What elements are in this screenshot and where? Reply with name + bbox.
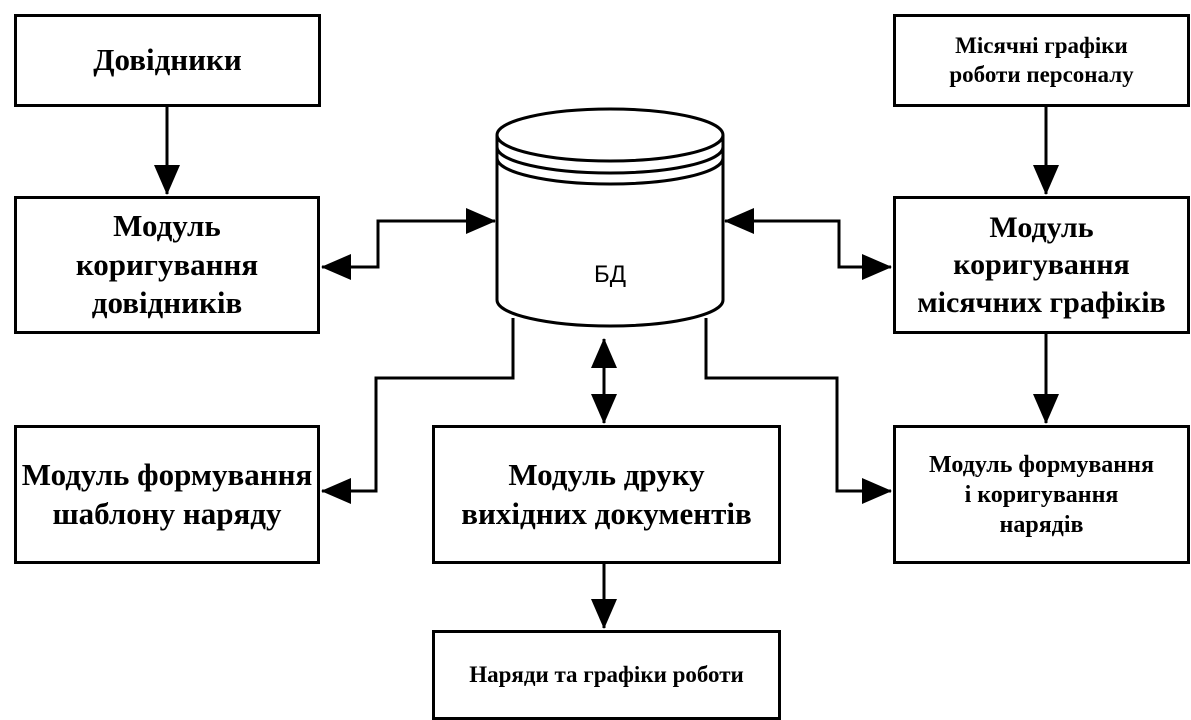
node-modul-formuvannya-shablonu: Модуль формування шаблону наряду bbox=[14, 425, 320, 564]
node-misyachni-grafiky: Місячні графіки роботи персоналу bbox=[893, 14, 1190, 107]
edge-db-shablon bbox=[321, 318, 515, 504]
cylinder-ring-1 bbox=[495, 146, 725, 175]
cylinder-body bbox=[495, 135, 725, 328]
node-modul-koryguvannya-dovidnykiv: Модуль коригування довідників bbox=[14, 196, 320, 334]
edge-db-modul-dovidnykiv bbox=[321, 208, 496, 280]
edge-db-naryadiv bbox=[704, 318, 892, 504]
database-cylinder bbox=[495, 107, 725, 328]
database-label: БД bbox=[593, 261, 626, 288]
node-naryady-ta-grafiky: Наряди та графіки роботи bbox=[432, 630, 781, 720]
edge-db-modul-misyachnykh bbox=[724, 208, 892, 280]
node-modul-druku: Модуль друку вихідних документів bbox=[432, 425, 781, 564]
node-modul-koryguvannya-misyachnykh: Модуль коригування місячних графіків bbox=[893, 196, 1190, 334]
node-modul-formuvannya-naryadiv: Модуль формування і коригування нарядів bbox=[893, 425, 1190, 564]
node-dovidnyky: Довідники bbox=[14, 14, 321, 107]
cylinder-ring-2 bbox=[495, 157, 725, 186]
cylinder-top bbox=[495, 107, 725, 163]
